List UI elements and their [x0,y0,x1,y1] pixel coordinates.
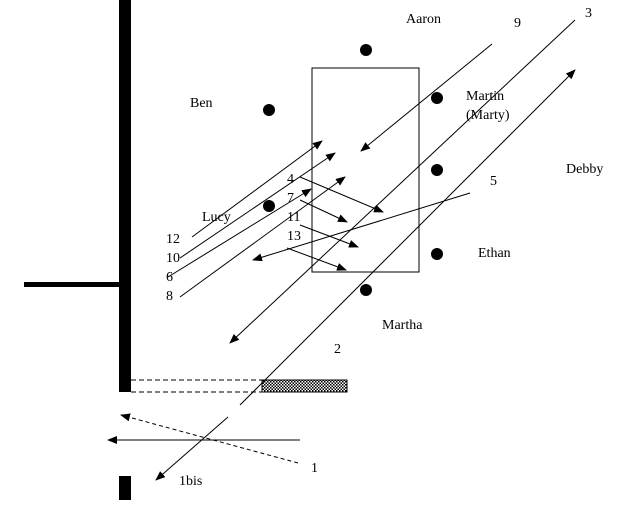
dot-martha [360,284,372,296]
label-path-4: 4 [287,172,294,187]
label-aaron: Aaron [406,12,441,27]
label-path-1: 1 [311,461,318,476]
dot-right-middle [431,164,443,176]
arrow-12 [191,140,323,238]
label-path-7: 7 [287,191,294,206]
arrow-8 [179,176,346,298]
arrow-9 [360,43,493,152]
label-debby: Debby [566,162,603,177]
dot-ben [263,104,275,116]
label-path-5: 5 [490,174,497,189]
label-path-10: 10 [166,251,180,266]
dot-aaron [360,44,372,56]
wall-lower [119,476,131,500]
dot-martin [431,92,443,104]
arrow-13 [286,247,347,271]
label-marty: (Marty) [466,108,510,123]
label-path-11: 11 [287,210,300,225]
label-martha: Martha [382,318,423,333]
label-path-1bis: 1bis [179,474,202,489]
wall-main [119,0,131,392]
arrow-10 [179,152,336,259]
arrow-1-dashed [120,413,299,464]
arrow-7 [299,199,348,223]
arrow-4 [299,176,384,213]
label-path-6: 6 [166,270,173,285]
hatched-bar [261,379,348,393]
label-ben: Ben [190,96,213,111]
wall-horizontal [24,282,120,287]
dot-lucy [263,200,275,212]
label-path-3: 3 [585,6,592,21]
arrow-6 [167,188,312,278]
label-path-8: 8 [166,289,173,304]
label-ethan: Ethan [478,246,511,261]
label-path-2: 2 [334,342,341,357]
arrow-11 [299,224,359,248]
dot-ethan [431,248,443,260]
central-table [311,67,420,273]
label-path-9: 9 [514,16,521,31]
label-martin: Martin [466,89,504,104]
label-path-13: 13 [287,229,301,244]
label-path-12: 12 [166,232,180,247]
arrow-2-upper [239,69,576,406]
label-lucy: Lucy [202,210,231,225]
arrow-1bis [155,416,229,481]
arrow-3 [229,19,576,344]
